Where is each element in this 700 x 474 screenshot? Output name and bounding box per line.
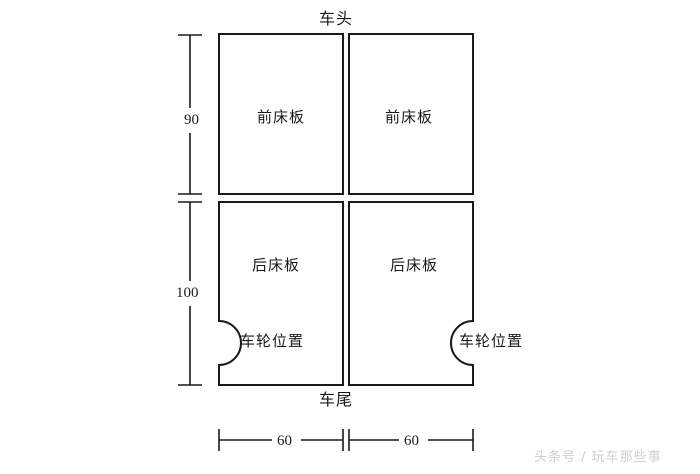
dimension-line-90 (178, 34, 202, 195)
panel-label-rear-left: 后床板 (252, 256, 301, 274)
dimension-line-100 (178, 201, 202, 386)
dimension-value-60-left: 60 (277, 433, 292, 449)
watermark: 头条号 / 玩车那些事 (534, 450, 662, 465)
dimension-value-100: 100 (176, 285, 199, 301)
panel-label-rear-right: 后床板 (390, 256, 439, 274)
vehicle-rear-label: 车尾 (319, 390, 354, 409)
panel-rear-left (218, 201, 344, 386)
vehicle-front-label: 车头 (319, 9, 354, 28)
panel-label-front-left: 前床板 (257, 108, 306, 126)
dimension-line-60-60 (218, 429, 474, 451)
dimension-value-60-right: 60 (404, 433, 419, 449)
panel-front-right (348, 33, 474, 195)
wheel-position-label-left: 车轮位置 (240, 332, 305, 350)
panel-label-front-right: 前床板 (385, 108, 434, 126)
wheel-position-label-right: 车轮位置 (459, 332, 524, 350)
panel-rear-right (348, 201, 474, 386)
panel-front-left (218, 33, 344, 195)
dimension-value-90: 90 (184, 112, 199, 128)
